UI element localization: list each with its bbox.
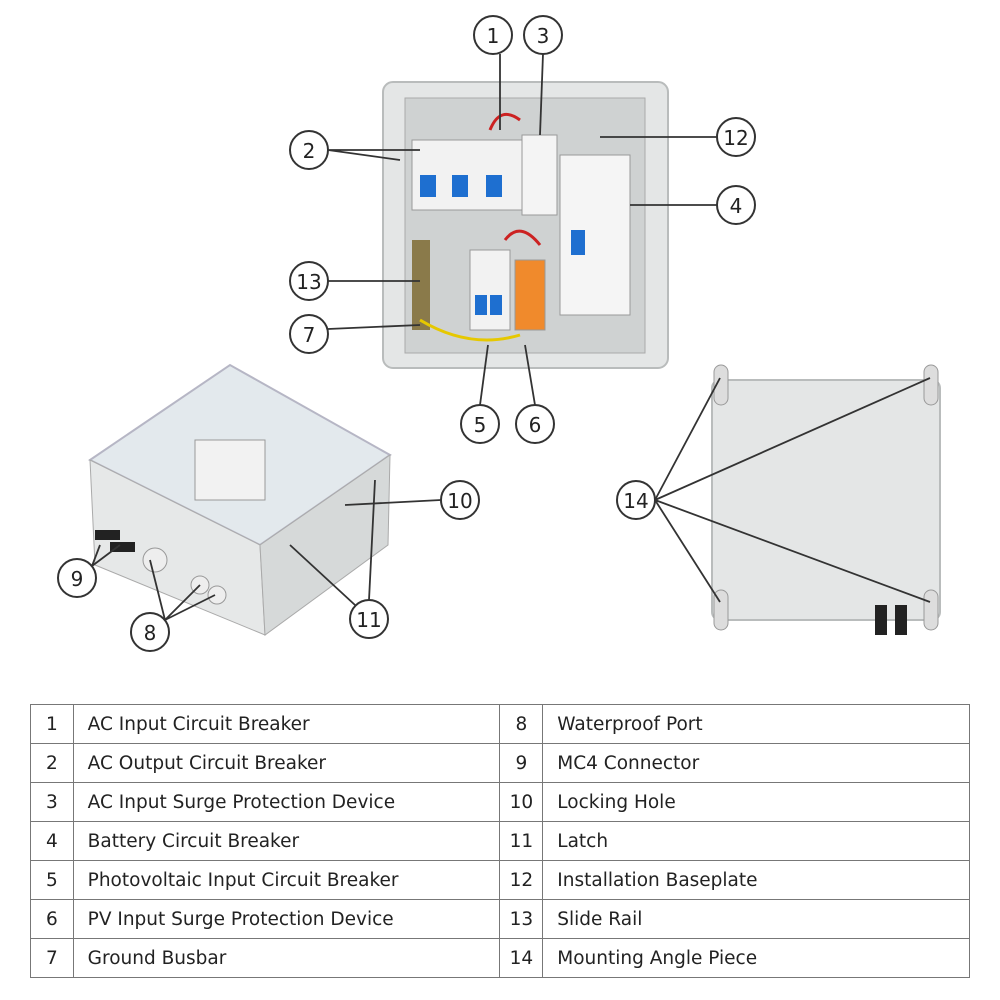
legend-label: Slide Rail xyxy=(542,899,970,939)
legend-number: 12 xyxy=(499,860,544,900)
legend-number: 11 xyxy=(499,821,544,861)
legend-label: Locking Hole xyxy=(542,782,970,822)
callout-circle xyxy=(460,404,500,444)
callout-2: 2 xyxy=(289,130,329,170)
callout-14: 14 xyxy=(616,480,656,520)
callout-circle xyxy=(523,15,563,55)
legend-label: Latch xyxy=(542,821,970,861)
callout-circle xyxy=(57,558,97,598)
legend-number: 14 xyxy=(499,938,544,978)
legend-number: 1 xyxy=(30,704,74,744)
legend-label: Battery Circuit Breaker xyxy=(72,821,501,861)
callout-10: 10 xyxy=(440,480,480,520)
callout-number: 6 xyxy=(529,413,542,437)
pv-spd xyxy=(514,259,546,331)
legend-number: 4 xyxy=(30,821,74,861)
enclosure-closed-view xyxy=(88,363,392,636)
callout-number: 11 xyxy=(356,608,381,632)
leader-lines xyxy=(91,53,931,621)
callout-number: 12 xyxy=(723,126,748,150)
callout-11: 11 xyxy=(349,599,389,639)
callout-3: 3 xyxy=(523,15,563,55)
callout-circle xyxy=(289,130,329,170)
enclosure-back-view xyxy=(711,364,941,635)
pv-breaker xyxy=(469,249,511,331)
callout-number: 2 xyxy=(303,139,316,163)
callout-number: 13 xyxy=(296,270,321,294)
callout-circle xyxy=(289,261,329,301)
callout-number: 7 xyxy=(303,323,316,347)
enclosure-front-view xyxy=(382,81,669,369)
legend-label: MC4 Connector xyxy=(542,743,970,783)
legend-label: Photovoltaic Input Circuit Breaker xyxy=(72,860,501,900)
callout-circle xyxy=(616,480,656,520)
callout-number: 1 xyxy=(487,24,500,48)
legend-label: Installation Baseplate xyxy=(542,860,970,900)
callout-circle xyxy=(716,117,756,157)
callout-number: 10 xyxy=(447,489,472,513)
callout-13: 13 xyxy=(289,261,329,301)
callout-number: 5 xyxy=(474,413,487,437)
legend-number: 6 xyxy=(30,899,74,939)
legend-label: AC Output Circuit Breaker xyxy=(72,743,501,783)
battery-breaker xyxy=(559,154,631,316)
legend-number: 7 xyxy=(30,938,74,978)
legend-number: 2 xyxy=(30,743,74,783)
callout-circle xyxy=(515,404,555,444)
legend-label: PV Input Surge Protection Device xyxy=(72,899,501,939)
callout-number: 14 xyxy=(623,489,648,513)
callout-number: 4 xyxy=(730,194,743,218)
legend-label: Ground Busbar xyxy=(72,938,501,978)
callout-number: 9 xyxy=(71,567,84,591)
legend-number: 9 xyxy=(499,743,544,783)
callout-9: 9 xyxy=(57,558,97,598)
legend-number: 10 xyxy=(499,782,544,822)
legend-label: Waterproof Port xyxy=(542,704,970,744)
legend-number: 8 xyxy=(499,704,544,744)
callout-1: 1 xyxy=(473,15,513,55)
callout-circle xyxy=(130,612,170,652)
legend-number: 3 xyxy=(30,782,74,822)
callout-5: 5 xyxy=(460,404,500,444)
legend-label: AC Input Surge Protection Device xyxy=(72,782,501,822)
legend-label: Mounting Angle Piece xyxy=(542,938,970,978)
callout-6: 6 xyxy=(515,404,555,444)
callout-circle xyxy=(440,480,480,520)
legend-number: 5 xyxy=(30,860,74,900)
callout-number: 8 xyxy=(144,621,157,645)
callout-12: 12 xyxy=(716,117,756,157)
callout-number: 3 xyxy=(537,24,550,48)
callout-circle xyxy=(716,185,756,225)
callout-4: 4 xyxy=(716,185,756,225)
callout-circle xyxy=(289,314,329,354)
callout-circle xyxy=(473,15,513,55)
ac-spd xyxy=(521,134,558,216)
callout-circle xyxy=(349,599,389,639)
legend-label: AC Input Circuit Breaker xyxy=(72,704,501,744)
callout-7: 7 xyxy=(289,314,329,354)
ground-busbar xyxy=(412,240,430,330)
callout-8: 8 xyxy=(130,612,170,652)
legend-number: 13 xyxy=(499,899,544,939)
